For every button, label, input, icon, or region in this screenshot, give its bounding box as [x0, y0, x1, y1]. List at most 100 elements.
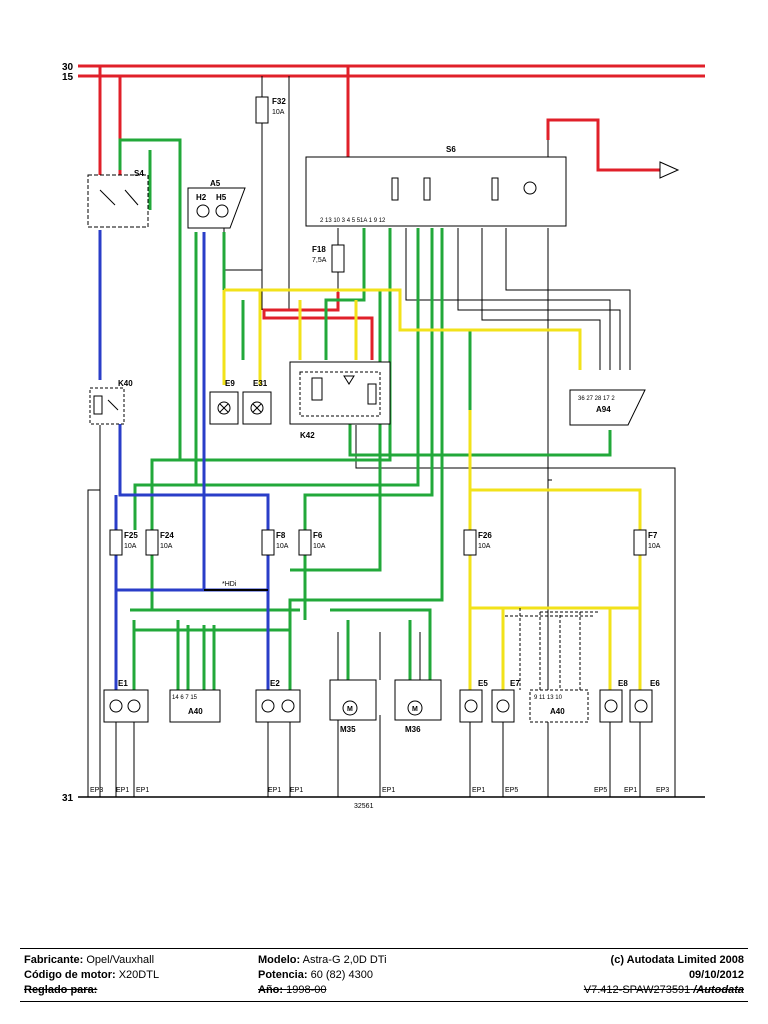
rail-15: 15	[62, 72, 705, 83]
svg-text:F25: F25	[124, 531, 138, 540]
svg-text:EP1: EP1	[624, 787, 637, 794]
lamp-e6: E6	[629, 679, 660, 723]
lamp-e8: E8	[599, 679, 628, 723]
svg-text:E8: E8	[618, 679, 628, 688]
module-a94: A94 36 27 28 17 2	[569, 389, 646, 426]
svg-text:EP1: EP1	[116, 787, 129, 794]
motor-m36: M M36	[394, 679, 442, 734]
svg-text:EP3: EP3	[90, 787, 103, 794]
lamp-pair-e2: E2	[255, 679, 301, 723]
footer-info: Fabricante: Opel/Vauxhall Código de moto…	[20, 948, 748, 1002]
fuse-f32: F32 10A	[255, 96, 286, 124]
yellow-wires	[222, 288, 642, 690]
blue-wires	[98, 230, 270, 690]
lamp-e31: E31	[242, 379, 272, 425]
footer-right: (c) Autodata Limited 2008 09/10/2012 V7.…	[584, 953, 744, 998]
svg-text:EP1: EP1	[472, 787, 485, 794]
svg-text:E5: E5	[478, 679, 488, 688]
svg-text:EP5: EP5	[505, 787, 518, 794]
print-date: 09/10/2012	[688, 969, 744, 981]
ref-code: V7.412-SPAW273591	[583, 984, 691, 996]
lamp-module-a5: A5 H2 H5	[187, 179, 246, 229]
svg-text:F6: F6	[313, 531, 323, 540]
ground-labels: EP3 EP1 EP1 EP1 EP1 EP1 EP1 EP5 EP5 EP1 …	[90, 787, 669, 794]
footer-middle: Modelo: Astra-G 2,0D DTi Potencia: 60 (8…	[258, 953, 387, 998]
motor-value: X20DTL	[118, 969, 160, 981]
autodata-logo: /Autodata	[693, 984, 744, 996]
svg-text:H2: H2	[196, 193, 207, 202]
modelo-value: Astra-G 2,0D DTi	[302, 954, 387, 966]
rail-30: 30	[62, 62, 705, 73]
fuse-f24: F24 10A	[145, 529, 174, 556]
svg-text:7,5A: 7,5A	[312, 257, 327, 264]
svg-text:*HDi: *HDi	[222, 581, 237, 588]
svg-text:A40: A40	[550, 707, 565, 716]
fabricante-label: Fabricante:	[24, 954, 84, 966]
svg-text:H5: H5	[216, 193, 227, 202]
svg-text:14 6 7 15: 14 6 7 15	[172, 695, 198, 701]
rail-31-ground: 31	[62, 793, 705, 804]
svg-text:K42: K42	[300, 431, 315, 440]
svg-text:A40: A40	[188, 707, 203, 716]
fuse-f6: F6 10A	[298, 529, 326, 556]
potencia-value: 60 (82) 4300	[310, 969, 373, 981]
svg-text:E2: E2	[270, 679, 280, 688]
svg-text:E9: E9	[225, 379, 235, 388]
module-a40-left: 14 6 7 15 A40	[169, 689, 221, 723]
switch-s4: S4	[87, 169, 149, 228]
ano-value: 1998-00	[286, 984, 327, 996]
motor-label: Código de motor:	[24, 969, 116, 981]
lamp-pair-e1: E1	[103, 679, 149, 723]
lamp-e7: E7	[491, 679, 520, 723]
motor-m35: M M35	[329, 679, 377, 734]
svg-text:A5: A5	[210, 179, 221, 188]
svg-text:30: 30	[62, 62, 74, 73]
dashed-wires	[505, 608, 600, 690]
svg-text:10A: 10A	[124, 543, 137, 550]
svg-text:K40: K40	[118, 379, 133, 388]
footer-left: Fabricante: Opel/Vauxhall Código de moto…	[24, 953, 159, 998]
relay-module-k42: K42	[289, 361, 391, 440]
svg-text:M: M	[412, 706, 418, 713]
red-wires	[98, 66, 660, 360]
svg-text:EP3: EP3	[656, 787, 669, 794]
svg-text:A94: A94	[596, 405, 611, 414]
relay-k40: K40	[89, 379, 133, 425]
svg-text:F24: F24	[160, 531, 174, 540]
lamp-e5: E5	[459, 679, 488, 723]
fuse-f18: F18 7,5A	[312, 244, 345, 273]
svg-text:EP1: EP1	[382, 787, 395, 794]
potencia-label: Potencia:	[258, 969, 308, 981]
svg-text:36 27 28 17 2: 36 27 28 17 2	[578, 396, 615, 402]
connector-arrow-icon	[659, 161, 680, 179]
svg-text:EP1: EP1	[268, 787, 281, 794]
svg-text:F26: F26	[478, 531, 492, 540]
fuse-f7: F7 10A	[633, 529, 661, 556]
svg-text:S6: S6	[446, 145, 456, 154]
svg-text:E7: E7	[510, 679, 520, 688]
svg-text:10A: 10A	[313, 543, 326, 550]
modelo-label: Modelo:	[258, 954, 301, 966]
svg-text:10A: 10A	[160, 543, 173, 550]
svg-text:EP5: EP5	[594, 787, 607, 794]
svg-text:M36: M36	[405, 725, 421, 734]
svg-text:E6: E6	[650, 679, 660, 688]
svg-text:EP1: EP1	[136, 787, 149, 794]
svg-text:F32: F32	[272, 97, 286, 106]
svg-text:S4: S4	[134, 169, 144, 178]
svg-text:E31: E31	[253, 379, 268, 388]
svg-text:M: M	[347, 706, 353, 713]
svg-text:EP1: EP1	[290, 787, 303, 794]
svg-text:2 13 10 3 4 5 51A 1: 2 13 10 3 4 5 51A 1 9 12	[320, 218, 386, 224]
ano-label: Año:	[258, 984, 284, 996]
green-wires	[118, 138, 612, 690]
fabricante-value: Opel/Vauxhall	[86, 954, 155, 966]
svg-text:M35: M35	[340, 725, 356, 734]
svg-text:9 11 13 10: 9 11 13 10	[534, 695, 563, 701]
svg-text:15: 15	[62, 72, 74, 83]
switch-s6: S6 2 13 10 3 4 5 51A 1 9 12	[305, 145, 567, 227]
svg-text:10A: 10A	[478, 543, 491, 550]
svg-text:31: 31	[62, 793, 74, 804]
copyright: (c) Autodata Limited 2008	[610, 954, 744, 966]
